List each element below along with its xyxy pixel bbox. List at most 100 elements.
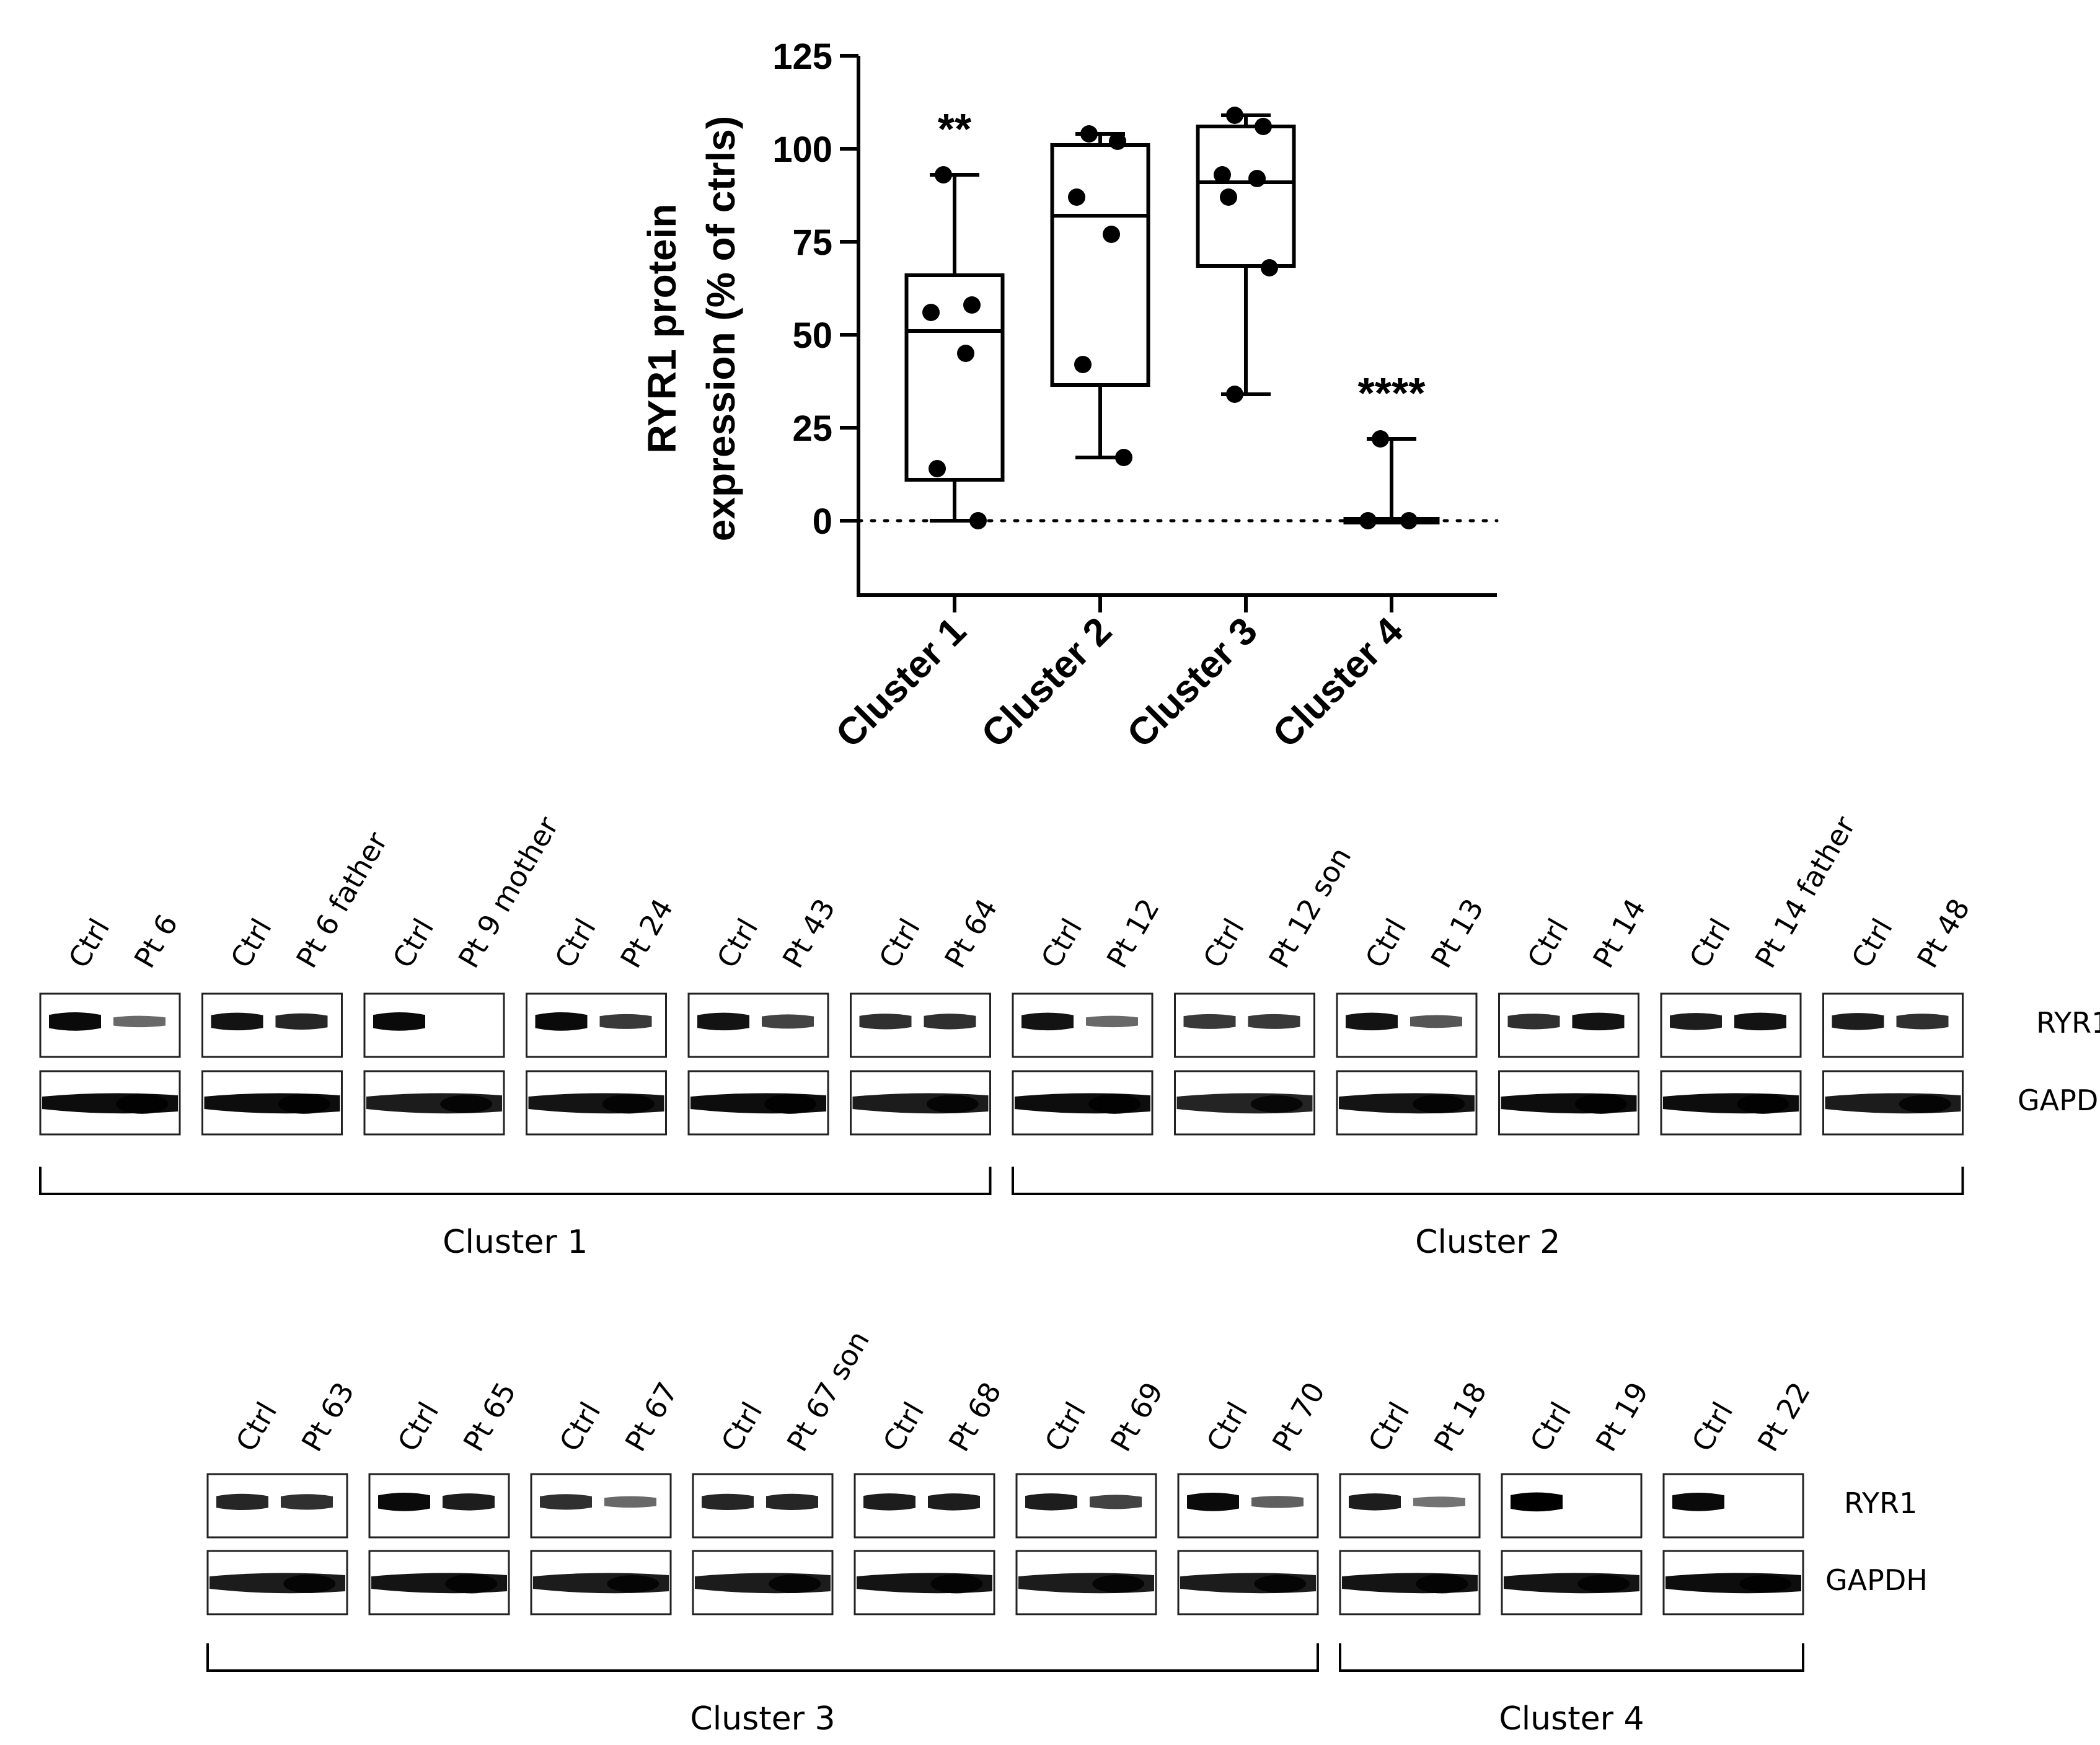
ryr1-band (928, 1493, 980, 1511)
ryr1-band (49, 1012, 101, 1031)
gapdh-band-patient (1739, 1575, 1792, 1593)
ryr1-band (1346, 1012, 1398, 1031)
gapdh-band-patient (930, 1574, 983, 1594)
data-point (1103, 226, 1120, 243)
ryr1-band (766, 1493, 818, 1511)
ryr1-band (373, 1012, 425, 1031)
data-point (1068, 188, 1085, 206)
data-point (1080, 125, 1098, 143)
gapdh-band-patient (764, 1094, 817, 1114)
box-cluster-4: **** (1343, 369, 1440, 529)
box-cluster-2 (1050, 125, 1150, 466)
data-point (957, 345, 974, 362)
cluster-label: Cluster 1 (443, 1224, 588, 1261)
cluster-bracket (39, 1167, 992, 1195)
box-cluster-3 (1196, 107, 1296, 403)
y-tick-label: 50 (792, 316, 832, 356)
ryr1-band (863, 1493, 915, 1511)
data-point (1372, 430, 1389, 448)
ryr1-band (1349, 1493, 1401, 1511)
ryr1-band (1086, 1015, 1138, 1028)
y-tick-label: 25 (792, 409, 832, 449)
gapdh-band-patient (1899, 1095, 1951, 1113)
gapdh-band-patient (1574, 1094, 1627, 1114)
gapdh-band-patient (116, 1094, 169, 1114)
gapdh-band-patient (440, 1095, 493, 1113)
ryr1-band (1832, 1013, 1884, 1030)
gapdh-band-patient (1413, 1095, 1465, 1113)
ryr1-band (697, 1012, 749, 1031)
ryr1-band (702, 1493, 754, 1511)
ryr1-band (599, 1014, 652, 1029)
ryr1-band (1507, 1014, 1560, 1030)
ryr1-band (1670, 1013, 1722, 1030)
gapdh-band-patient (1737, 1094, 1789, 1114)
gapdh-band-patient (607, 1575, 660, 1593)
data-point (1074, 356, 1092, 373)
gapdh-band-patient (1254, 1575, 1307, 1593)
data-point (1400, 512, 1418, 529)
gapdh-band-patient (602, 1094, 655, 1114)
significance-marker: **** (1358, 369, 1426, 417)
ryr1-band (275, 1013, 328, 1030)
y-tick-label: 125 (772, 37, 832, 77)
ryr1-band (762, 1014, 814, 1029)
ryr1-band (1248, 1014, 1300, 1029)
cluster-label: Cluster 4 (1499, 1700, 1644, 1738)
ryr1-band (535, 1012, 588, 1031)
gapdh-row-label: GAPDH (2018, 1084, 2100, 1117)
ryr1-band (1734, 1012, 1786, 1031)
ryr1-band (924, 1014, 976, 1030)
ryr1-blot-panel (363, 992, 505, 1058)
ryr1-row-label: RYR1 (2036, 1006, 2100, 1040)
data-point (1226, 107, 1243, 124)
ryr1-band (1896, 1014, 1949, 1030)
gapdh-band-patient (1088, 1094, 1141, 1114)
data-point (1261, 259, 1278, 276)
data-point (1359, 512, 1377, 529)
data-point (922, 304, 940, 321)
box-cluster-1: ** (904, 105, 1005, 529)
gapdh-band-patient (283, 1575, 336, 1593)
gapdh-band-patient (278, 1094, 330, 1114)
cluster-label: Cluster 3 (690, 1700, 835, 1738)
ryr1-band (1572, 1012, 1625, 1031)
ryr1-band (604, 1496, 656, 1508)
y-tick-label: 75 (792, 223, 832, 263)
ryr1-band (1251, 1496, 1304, 1508)
ryr1-band (859, 1014, 912, 1030)
ryr1-band (1187, 1493, 1239, 1511)
data-point (1248, 170, 1266, 187)
gapdh-row-label: GAPDH (1825, 1563, 1928, 1597)
ryr1-band (443, 1493, 495, 1511)
box-iqr (1050, 143, 1150, 387)
ryr1-band (216, 1493, 268, 1511)
ryr1-band (1025, 1493, 1077, 1511)
cluster-bracket (1339, 1643, 1804, 1672)
y-tick-label: 0 (813, 501, 832, 542)
y-tick-label: 100 (772, 130, 832, 170)
y-axis-label-line1: RYR1 protein (640, 204, 684, 454)
data-point (1115, 449, 1132, 466)
data-point (963, 296, 981, 314)
data-point (969, 512, 987, 529)
cluster-bracket (1012, 1167, 1964, 1195)
gapdh-band-patient (926, 1095, 979, 1113)
gapdh-band-patient (1092, 1575, 1145, 1593)
gapdh-band-patient (1250, 1095, 1303, 1113)
cluster-bracket (206, 1643, 1319, 1672)
data-point (1255, 118, 1272, 135)
significance-marker: ** (938, 105, 972, 153)
ryr1-band (1672, 1493, 1724, 1511)
ryr1-band (1410, 1015, 1462, 1028)
ryr1-band (113, 1015, 165, 1028)
ryr1-band (540, 1494, 592, 1510)
box-iqr (904, 273, 1005, 482)
gapdh-band-patient (1577, 1575, 1630, 1593)
